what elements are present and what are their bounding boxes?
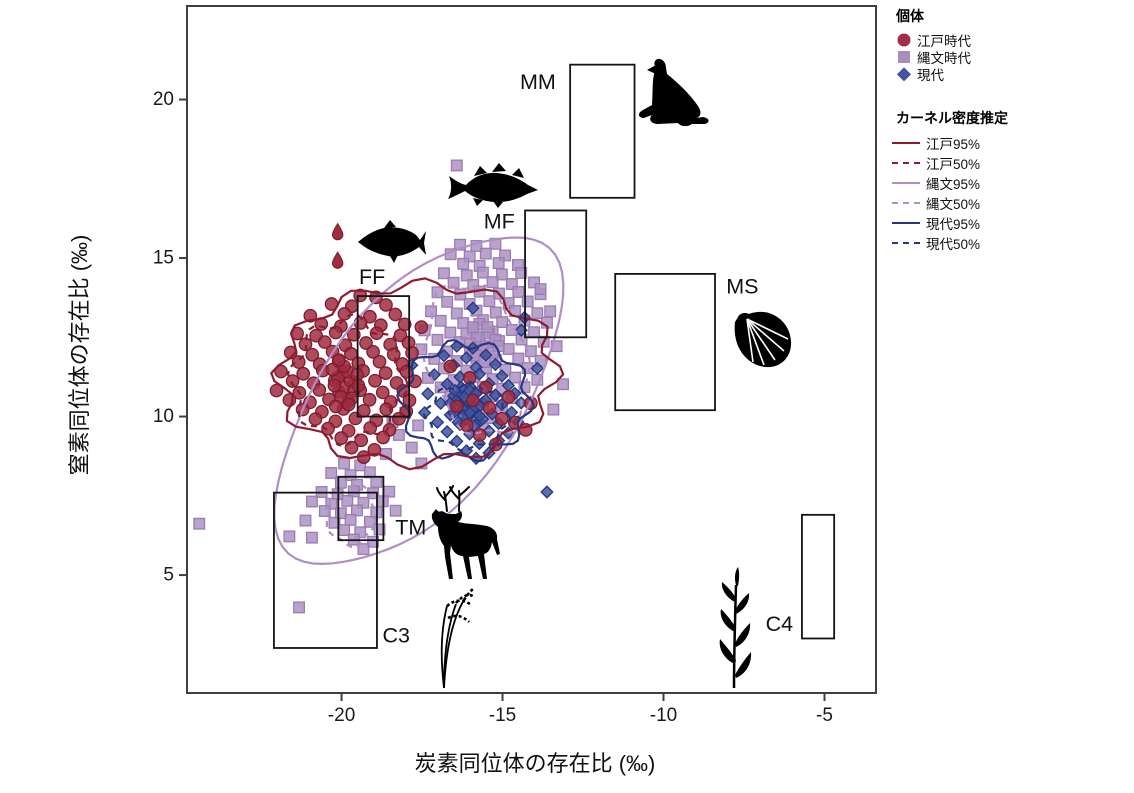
legend-kde-item-縄文50%: 縄文50% — [892, 193, 1130, 213]
region-box-MF — [524, 209, 588, 339]
region-box-FF — [356, 295, 411, 418]
y-axis-title: 窒素同位体の存在比 (‰) — [67, 234, 92, 476]
x-tick-label: -15 — [489, 705, 516, 726]
legend-item-江戸時代: 江戸時代 — [892, 31, 1130, 49]
legend-kde-item-江戸95%: 江戸95% — [892, 133, 1130, 153]
solid-line-icon — [892, 182, 920, 184]
legend-item-label: 縄文時代 — [917, 50, 971, 66]
x-tick-label: -5 — [816, 705, 833, 726]
x-tick-label: -10 — [650, 705, 677, 726]
kde-contour-江戸95% — [270, 277, 565, 471]
dashed-line-icon — [892, 162, 920, 164]
region-label-TM: TM — [395, 516, 426, 540]
edo-drop-marker — [331, 251, 344, 269]
legend-kde-item-label: 現代95% — [926, 217, 981, 232]
kde-contour-縄文95% — [273, 236, 565, 566]
square-marker-icon — [896, 49, 911, 64]
region-boxes-layer — [273, 63, 836, 649]
y-tick-label: 5 — [163, 565, 174, 586]
legend-item-label: 現代 — [917, 67, 944, 83]
legend-kde-item-label: 江戸50% — [926, 157, 981, 172]
edo-drop-markers — [331, 222, 344, 269]
y-tick-label: 10 — [153, 406, 174, 427]
region-box-C4 — [801, 513, 836, 640]
legend-kde-item-現代50%: 現代50% — [892, 233, 1130, 253]
x-axis-title: 炭素同位体の存在比 (‰) — [414, 751, 656, 776]
kde-contour-現代50% — [422, 381, 512, 452]
edo-drop-marker — [331, 222, 344, 241]
legend-kde-title: カーネル密度推定 — [896, 110, 1008, 126]
region-box-MS — [614, 272, 716, 412]
kde-contour-縄文50% — [325, 483, 379, 549]
legend-kde-item-現代95%: 現代95% — [892, 213, 1130, 233]
axis-ticks — [179, 98, 826, 701]
legend-individuals: 個体 江戸時代縄文時代現代 — [892, 6, 1130, 83]
region-label-MF: MF — [484, 210, 515, 234]
diamond-marker-icon — [896, 66, 911, 81]
legend-kde-item-縄文95%: 縄文95% — [892, 173, 1130, 193]
region-box-MM — [569, 63, 636, 199]
legend-kde-item-label: 江戸95% — [926, 137, 981, 152]
region-box-C3 — [273, 491, 378, 649]
solid-line-icon — [892, 222, 920, 224]
region-labels-layer: MM MF FF MS TM C3 C4 — [359, 70, 793, 647]
region-label-FF: FF — [359, 265, 385, 289]
kde-contours-layer — [270, 236, 565, 566]
y-tick-label: 15 — [153, 248, 174, 269]
legend-kde-item-江戸50%: 江戸50% — [892, 153, 1130, 173]
tick-labels-layer: -20 -15 -10 -5 5 10 15 20 — [153, 89, 833, 726]
legend-item-縄文時代: 縄文時代 — [892, 48, 1130, 66]
deer-icon — [431, 485, 500, 579]
legend-kde-item-label: 縄文95% — [926, 177, 981, 192]
seal-icon — [638, 58, 709, 127]
solid-line-icon — [892, 142, 920, 144]
region-label-C4: C4 — [766, 612, 794, 636]
region-box-TM — [337, 475, 385, 542]
y-tick-label: 20 — [153, 89, 174, 110]
region-label-MS: MS — [726, 275, 758, 299]
plot-border — [186, 5, 877, 694]
legend-individuals-title: 個体 — [896, 8, 924, 24]
legend-item-現代: 現代 — [892, 65, 1130, 83]
scallop-shell-icon — [734, 311, 792, 368]
rice-plant-icon — [440, 587, 475, 689]
dashed-line-icon — [892, 202, 920, 204]
legend: 個体 江戸時代縄文時代現代 カーネル密度推定 江戸95% 江戸50% 縄文95% 縄文… — [892, 6, 1130, 279]
legend-kde: カーネル密度推定 江戸95% 江戸50% 縄文95% 縄文50% 現代95% 現代50% — [892, 108, 1130, 253]
legend-item-label: 江戸時代 — [917, 33, 971, 49]
salmon-fish-icon — [358, 220, 426, 263]
legend-kde-item-label: 縄文50% — [926, 197, 981, 212]
scatter-points-layer — [193, 159, 570, 614]
axes-layer — [179, 5, 877, 701]
cod-fish-icon — [448, 163, 538, 208]
dashed-line-icon — [892, 242, 920, 244]
region-label-MM: MM — [520, 70, 556, 94]
x-tick-label: -20 — [328, 705, 355, 726]
maize-plant-icon — [719, 567, 752, 689]
region-label-C3: C3 — [383, 623, 411, 647]
kde-contour-江戸50% — [286, 313, 410, 448]
circle-marker-icon — [896, 32, 911, 47]
legend-kde-item-label: 現代50% — [926, 237, 981, 252]
